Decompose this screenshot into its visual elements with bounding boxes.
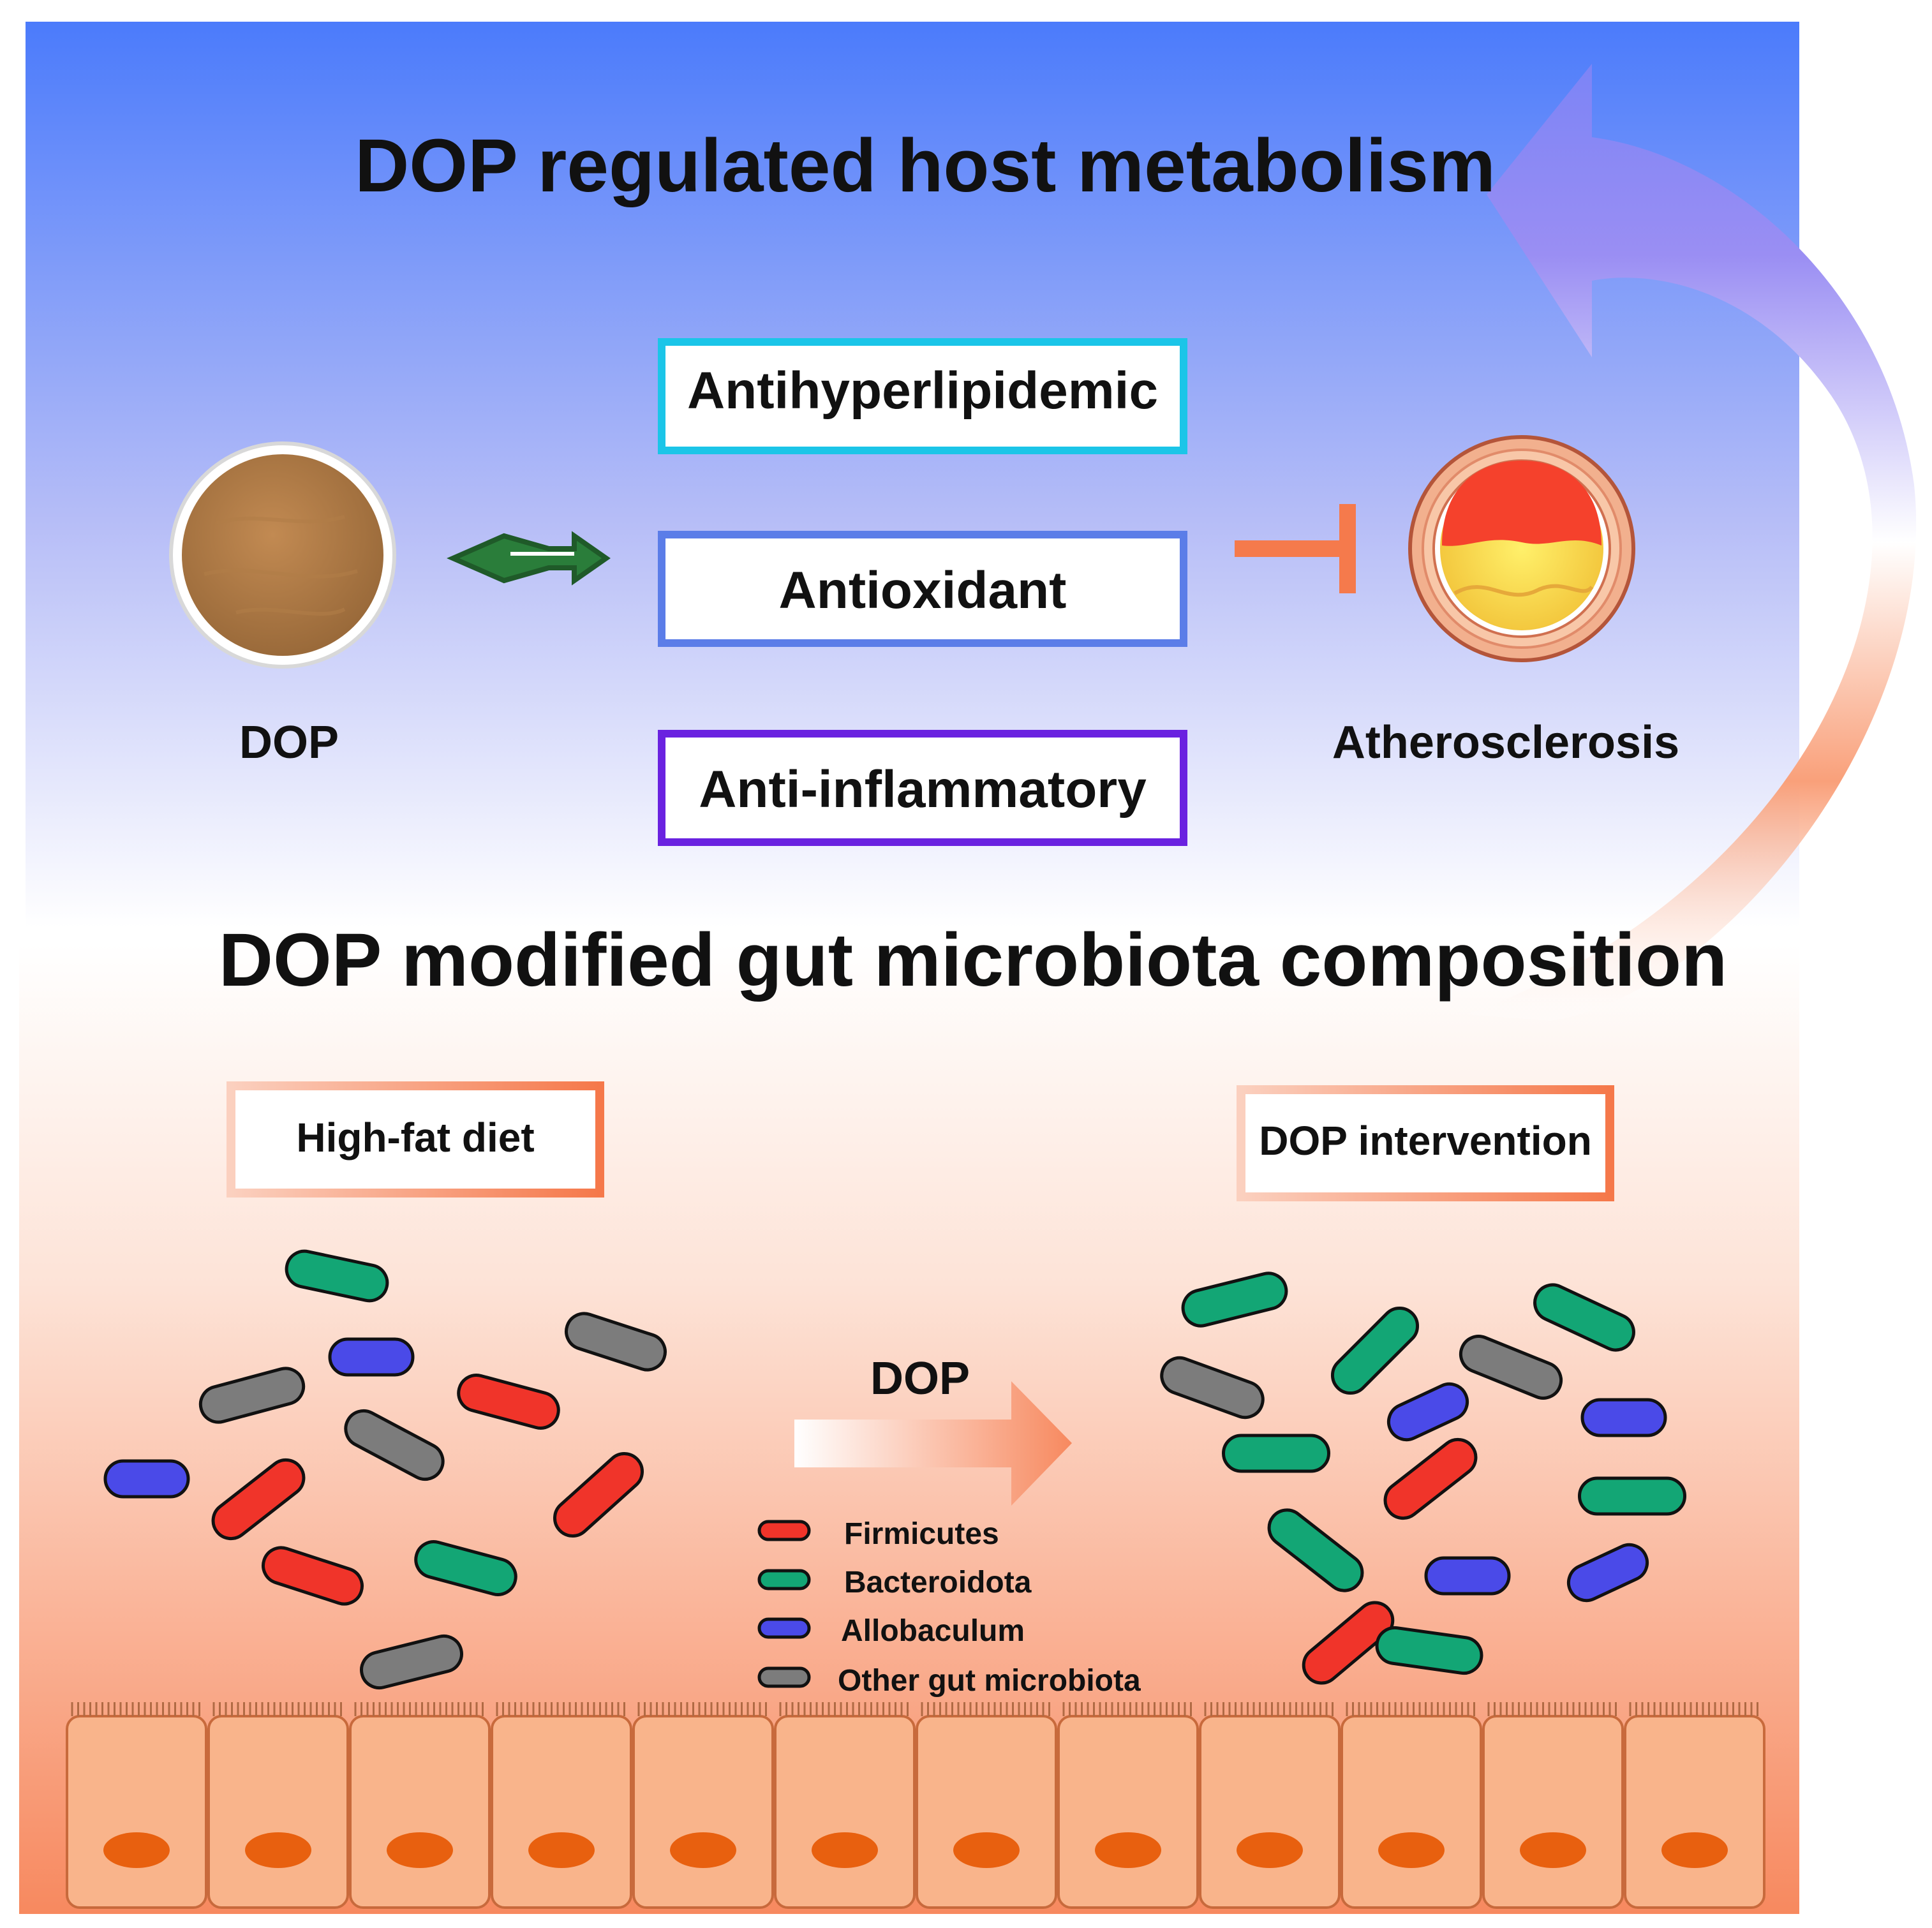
legend-label-firmicutes: Firmicutes [844, 1517, 999, 1551]
legend-swatch-bacteroidota [757, 1569, 811, 1591]
effect-box-antioxidant [658, 531, 1187, 647]
effect-label-antihyperlipidemic: Antihyperlipidemic [687, 362, 1158, 420]
bacterium [1375, 1626, 1483, 1675]
atherosclerosis-vessel [1408, 435, 1635, 662]
epithelial-cell [774, 1715, 916, 1909]
cell-nucleus [245, 1832, 311, 1868]
effect-label-antioxidant: Antioxidant [779, 561, 1067, 619]
bacteria-group-dop-intervention [1160, 1272, 1686, 1685]
bacterium [414, 1540, 517, 1596]
cell-nucleus [528, 1832, 595, 1868]
bacterium [344, 1409, 445, 1481]
microvilli [1346, 1702, 1475, 1716]
epithelial-cell [66, 1715, 207, 1909]
dop-intervention-label: DOP intervention [1259, 1118, 1592, 1164]
bacterium [1386, 1382, 1469, 1442]
cell-nucleus [1520, 1832, 1586, 1868]
bacterium [1383, 1437, 1478, 1520]
dop-intervention-box [1237, 1085, 1614, 1201]
bacterium [1181, 1272, 1288, 1328]
legend-label-other: Other gut microbiota [838, 1664, 1141, 1698]
bacterium [1330, 1306, 1420, 1395]
bottom-title: DOP modified gut microbiota composition [219, 918, 1727, 1002]
microvilli [921, 1702, 1050, 1716]
microvilli [354, 1702, 484, 1716]
legend-label-bacteroidota: Bacteroidota [844, 1566, 1032, 1599]
bacterium [1222, 1434, 1330, 1473]
microvilli [1487, 1702, 1617, 1716]
bacterium [1580, 1398, 1667, 1437]
bacterium [457, 1374, 560, 1430]
bacterium [1566, 1543, 1649, 1603]
effect-box-antihyperlipidemic [658, 338, 1187, 454]
enhance-arrow [447, 531, 611, 586]
bacterium [1160, 1356, 1265, 1420]
bacterium [360, 1634, 463, 1690]
cell-nucleus [670, 1832, 736, 1868]
intestinal-epithelium [66, 1702, 1765, 1909]
dop-transition-label: DOP [870, 1353, 970, 1404]
microvilli [1062, 1702, 1192, 1716]
cell-nucleus [1378, 1832, 1445, 1868]
bacterium [285, 1249, 389, 1303]
bacterium [1578, 1476, 1686, 1516]
high-fat-diet-label: High-fat diet [296, 1115, 534, 1161]
microvilli [212, 1702, 342, 1716]
effect-label-anti-inflammatory: Anti-inflammatory [699, 760, 1147, 819]
dop-label: DOP [239, 717, 339, 768]
epithelial-cell [1057, 1715, 1199, 1909]
feedback-curved-arrow [1468, 64, 1917, 1021]
epithelial-cell [349, 1715, 491, 1909]
microvilli [1629, 1702, 1758, 1716]
legend-swatch-other [757, 1666, 811, 1688]
bacterium [198, 1367, 306, 1424]
epithelial-cell [1482, 1715, 1624, 1909]
bacterium [1302, 1601, 1395, 1685]
dop-powder-dish [169, 441, 396, 669]
inhibition-symbol [1235, 504, 1356, 593]
legend-swatch-firmicutes [757, 1520, 811, 1541]
epithelial-cell [1341, 1715, 1482, 1909]
high-fat-diet-box [227, 1081, 604, 1198]
epithelial-cell [1624, 1715, 1765, 1909]
cell-nucleus [953, 1832, 1020, 1868]
bacterium [565, 1312, 667, 1372]
legend-label-allobaculum: Allobaculum [841, 1614, 1025, 1648]
bacterium [1533, 1283, 1635, 1352]
effect-box-anti-inflammatory [658, 730, 1187, 846]
bacterium [211, 1458, 306, 1541]
dop-transition-arrow [794, 1381, 1072, 1506]
epithelial-cell [491, 1715, 632, 1909]
bacterium [1267, 1508, 1364, 1592]
bacterium [103, 1459, 190, 1499]
bacterium [262, 1546, 364, 1606]
cell-nucleus [812, 1832, 878, 1868]
atherosclerosis-label: Atherosclerosis [1332, 717, 1679, 768]
microvilli [71, 1702, 200, 1716]
bacteria-group-high-fat-diet [103, 1249, 667, 1690]
top-title: DOP regulated host metabolism [355, 124, 1496, 208]
bacterium [1424, 1556, 1511, 1596]
epithelial-cell [632, 1715, 774, 1909]
epithelial-cell [1199, 1715, 1341, 1909]
cell-nucleus [387, 1832, 453, 1868]
cell-nucleus [103, 1832, 170, 1868]
cell-nucleus [1095, 1832, 1161, 1868]
cell-nucleus [1661, 1832, 1728, 1868]
epithelial-cell [916, 1715, 1057, 1909]
legend: Firmicutes Bacteroidota Allobaculum Othe… [757, 1517, 1141, 1698]
cell-nucleus [1237, 1832, 1303, 1868]
legend-swatch-allobaculum [757, 1617, 811, 1639]
bacterium [328, 1337, 415, 1377]
bacterium [553, 1452, 644, 1538]
epithelial-cell [207, 1715, 349, 1909]
bacterium [1459, 1335, 1563, 1400]
microvilli [637, 1702, 767, 1716]
microvilli [1204, 1702, 1334, 1716]
microvilli [496, 1702, 625, 1716]
microvilli [779, 1702, 909, 1716]
